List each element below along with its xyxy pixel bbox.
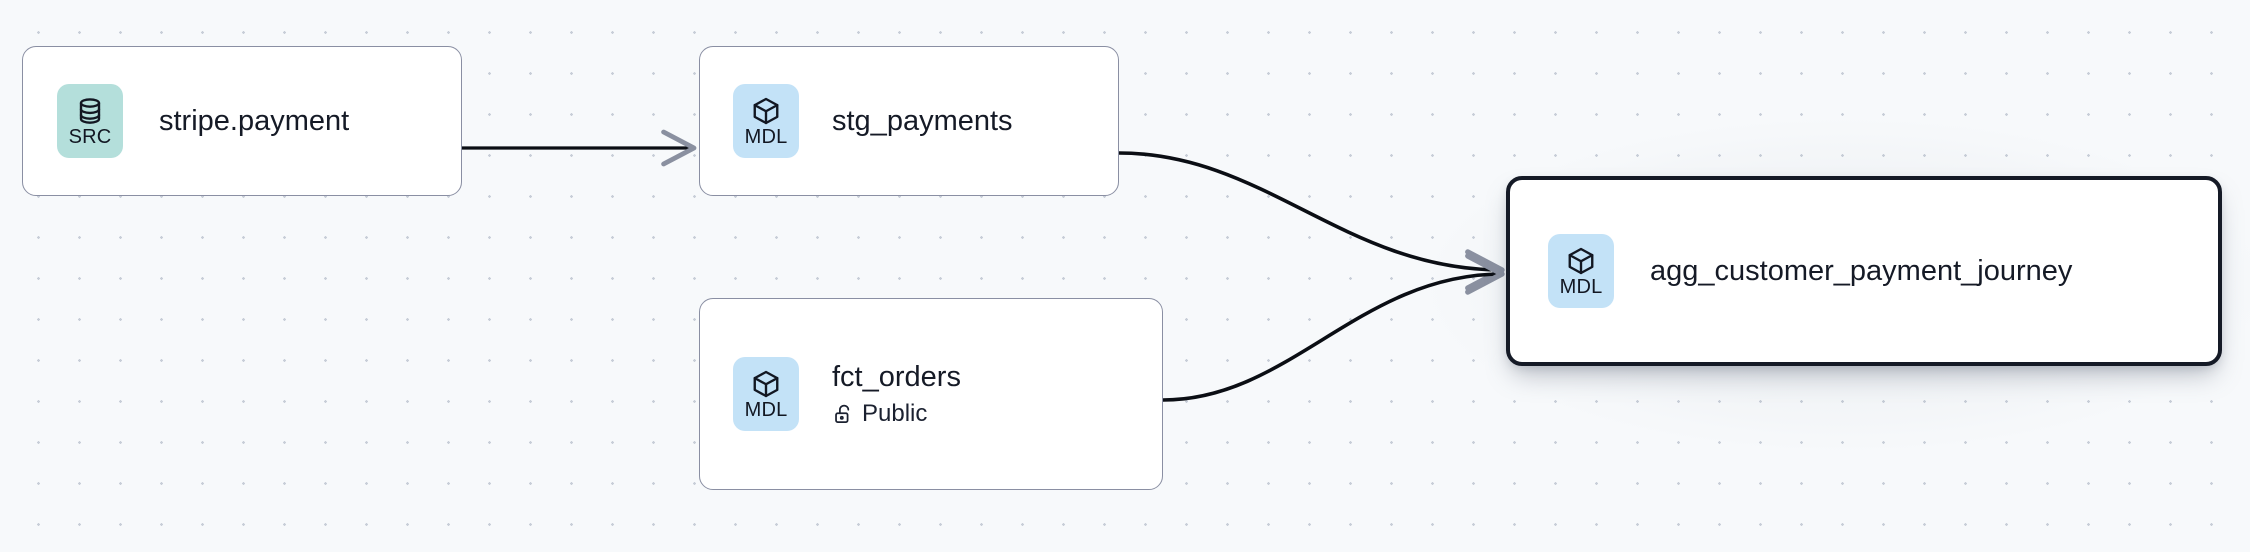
node-title: stg_payments	[832, 104, 1013, 137]
node-body: stripe.payment	[159, 105, 349, 138]
edge-fct-to-agg	[1162, 253, 1505, 402]
badge-mdl-label: MDL	[744, 398, 788, 421]
node-body: stg_payments	[832, 105, 1013, 138]
node-body: agg_customer_payment_journey	[1650, 255, 2072, 288]
badge-mdl: MDL	[733, 357, 799, 431]
cube-icon	[751, 369, 781, 399]
cube-icon	[1566, 246, 1596, 276]
badge-src: SRC	[57, 84, 123, 158]
badge-src-label: SRC	[68, 125, 112, 148]
node-agg-customer-payment-journey[interactable]: MDL agg_customer_payment_journey	[1506, 176, 2222, 366]
node-fct-orders[interactable]: MDL fct_orders Public	[699, 298, 1163, 490]
node-body: fct_orders Public	[832, 361, 961, 427]
unlock-icon	[832, 403, 854, 425]
node-visibility-label: Public	[862, 400, 928, 427]
badge-mdl: MDL	[1548, 234, 1614, 308]
node-title: agg_customer_payment_journey	[1650, 254, 2073, 287]
node-title: fct_orders	[832, 361, 961, 393]
database-icon	[75, 96, 105, 126]
edge-stg-to-agg	[1118, 151, 1505, 291]
cube-icon	[751, 96, 781, 126]
badge-mdl-label: MDL	[744, 125, 788, 148]
badge-mdl: MDL	[733, 84, 799, 158]
badge-mdl-label: MDL	[1559, 275, 1603, 298]
node-stripe-payment[interactable]: SRC stripe.payment	[22, 46, 462, 196]
node-stg-payments[interactable]: MDL stg_payments	[699, 46, 1119, 196]
node-title: stripe.payment	[159, 104, 350, 137]
node-visibility: Public	[832, 401, 961, 427]
